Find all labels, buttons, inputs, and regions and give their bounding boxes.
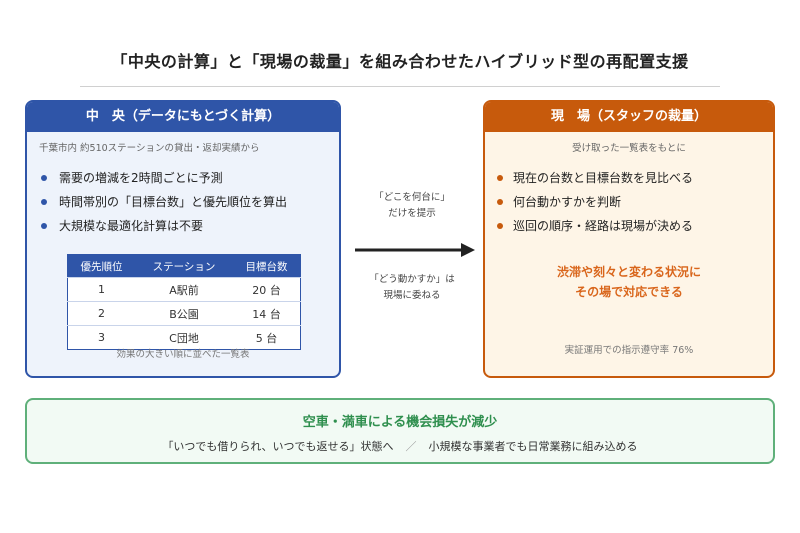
right-arrow-icon	[355, 243, 475, 257]
table-header-cell: 優先順位	[67, 254, 135, 278]
result-title: 空車・満車による機会損失が減少	[302, 415, 498, 430]
middle-top-text: 「どこを何台に」 だけを提示	[345, 190, 479, 222]
table-cell: 2	[67, 301, 135, 326]
center-bullet-list: 需要の増減を2時間ごとに予測 時間帯別の「目標台数」と優先順位を算出 大規模な最…	[27, 166, 339, 238]
field-highlight-line: 渋滞や刻々と変わる状況に	[556, 265, 701, 279]
center-panel-header: 中 央（データにもとづく計算）	[27, 102, 339, 132]
bullet-dot-icon	[41, 199, 47, 205]
middle-bottom-line: 「どう動かすか」は	[369, 274, 455, 285]
result-line: 「いつでも借りられ、いつでも返せる」状態へ ／ 小規模な事業者でも日常業務に組み込め…	[27, 438, 773, 454]
table-cell: 5 台	[233, 325, 301, 350]
center-panel: 中 央（データにもとづく計算） 千葉市内 約510ステーションの貸出・返却実績か…	[25, 100, 341, 378]
bullet-dot-icon	[41, 175, 47, 181]
center-bullet-item: 需要の増減を2時間ごとに予測	[39, 166, 339, 190]
table-cell: A駅前	[134, 277, 234, 302]
center-bullet-item: 大規模な最適化計算は不要	[39, 214, 339, 238]
result-box: 空車・満車による機会損失が減少 「いつでも借りられ、いつでも返せる」状態へ ／ 小規…	[25, 398, 775, 464]
center-panel-subtitle: 千葉市内 約510ステーションの貸出・返却実績から	[39, 143, 260, 154]
page-title: 「中央の計算」と「現場の裁量」を組み合わせたハイブリッド型の再配置支援	[111, 52, 689, 71]
table-caption: 効果の大きい順に並べた一覧表	[116, 349, 250, 360]
field-highlight: 渋滞や刻々と変わる状況に その場で対応できる	[485, 262, 773, 302]
center-bullet-item: 時間帯別の「目標台数」と優先順位を算出	[39, 190, 339, 214]
table-cell: 20 台	[233, 277, 301, 302]
field-panel-subtitle: 受け取った一覧表をもとに	[572, 143, 686, 154]
field-highlight-line: その場で対応できる	[575, 285, 683, 299]
center-bullet-text: 時間帯別の「目標台数」と優先順位を算出	[59, 195, 288, 209]
field-panel-header: 現 場（スタッフの裁量）	[485, 102, 773, 132]
priority-table: 優先順位 ステーション 目標台数 1 A駅前 20 台 2 B公園 14 台 3…	[67, 254, 301, 350]
table-row: 1 A駅前 20 台	[67, 277, 301, 302]
middle-top-line: だけを提示	[388, 208, 436, 219]
field-bullet-text: 現在の台数と目標台数を見比べる	[513, 171, 694, 185]
table-cell: C団地	[134, 325, 234, 350]
bullet-dot-icon	[497, 175, 503, 181]
table-header-row: 優先順位 ステーション 目標台数	[67, 254, 301, 278]
result-separator: ／	[405, 440, 417, 453]
field-bullet-item: 何台動かすかを判断	[495, 190, 773, 214]
middle-bottom-line: 現場に委ねる	[383, 290, 441, 301]
bullet-dot-icon	[497, 223, 503, 229]
bullet-dot-icon	[497, 199, 503, 205]
table-cell: 3	[67, 325, 135, 350]
table-row: 3 C団地 5 台	[67, 325, 301, 350]
table-cell: 14 台	[233, 301, 301, 326]
field-panel: 現 場（スタッフの裁量） 受け取った一覧表をもとに 現在の台数と目標台数を見比べ…	[483, 100, 775, 378]
title-divider	[80, 86, 720, 87]
field-bullet-item: 現在の台数と目標台数を見比べる	[495, 166, 773, 190]
table-row: 2 B公園 14 台	[67, 301, 301, 326]
result-line-left: 「いつでも借りられ、いつでも返せる」状態へ	[162, 440, 394, 453]
table-cell: 1	[67, 277, 135, 302]
middle-bottom-text: 「どう動かすか」は 現場に委ねる	[345, 272, 479, 304]
table-header-cell: ステーション	[134, 254, 234, 278]
table-cell: B公園	[134, 301, 234, 326]
center-bullet-text: 大規模な最適化計算は不要	[59, 219, 204, 233]
middle-top-line: 「どこを何台に」	[374, 192, 450, 203]
center-bullet-text: 需要の増減を2時間ごとに予測	[59, 171, 223, 185]
field-bullet-text: 巡回の順序・経路は現場が決める	[513, 219, 694, 233]
bullet-dot-icon	[41, 223, 47, 229]
field-bullet-item: 巡回の順序・経路は現場が決める	[495, 214, 773, 238]
field-bullet-text: 何台動かすかを判断	[513, 195, 622, 209]
result-line-right: 小規模な事業者でも日常業務に組み込める	[428, 440, 638, 453]
table-header-cell: 目標台数	[233, 254, 301, 278]
field-bullet-list: 現在の台数と目標台数を見比べる 何台動かすかを判断 巡回の順序・経路は現場が決め…	[485, 166, 773, 238]
field-footnote: 実証運用での指示遵守率 76%	[564, 345, 694, 356]
